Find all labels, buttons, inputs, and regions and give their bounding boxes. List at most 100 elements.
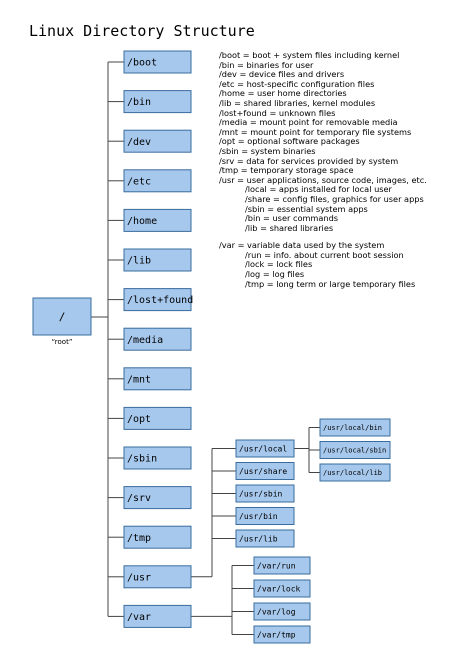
dir-box-srv: /srv bbox=[123, 486, 192, 510]
dir-box-media: /media bbox=[123, 327, 192, 351]
dir-box-usr-lib: /usr/lib bbox=[235, 529, 295, 548]
dir-box-var-tmp: /var/tmp bbox=[253, 625, 311, 644]
description-line: /sbin = system binaries bbox=[219, 145, 316, 156]
dir-box-mnt-rect bbox=[123, 367, 192, 391]
description-line: /run = info. about current boot session bbox=[245, 249, 404, 260]
dir-box-dev-label: /dev bbox=[127, 137, 151, 148]
dir-box-var-run-rect bbox=[253, 556, 311, 575]
dir-box-tmp: /tmp bbox=[123, 525, 192, 549]
dir-box-opt-label: /opt bbox=[127, 414, 151, 425]
description-line: /lib = shared libraries bbox=[245, 222, 334, 233]
dir-box-etc-rect bbox=[123, 169, 192, 193]
dir-box-var-tmp-label: /var/tmp bbox=[257, 630, 296, 639]
dir-box-opt: /opt bbox=[123, 406, 192, 430]
dir-box-tmp-label: /tmp bbox=[127, 533, 151, 544]
dir-box-bin-rect bbox=[123, 90, 192, 114]
tree-connectors bbox=[91, 61, 320, 635]
description-line: /bin = user commands bbox=[245, 213, 339, 224]
description-line: /tmp = long term or large temporary file… bbox=[245, 278, 416, 289]
dir-box-bin: /bin bbox=[123, 90, 192, 114]
dir-box-var: /var bbox=[123, 604, 192, 628]
dir-box-usr-sbin: /usr/sbin bbox=[235, 484, 295, 503]
description-line: /boot = boot + system files including ke… bbox=[219, 50, 400, 60]
dir-box-usr-local-bin-rect bbox=[319, 418, 391, 437]
description-line: /lock = lock files bbox=[245, 259, 313, 270]
dir-box-mnt: /mnt bbox=[123, 367, 192, 391]
dir-box-var-log-label: /var/log bbox=[257, 607, 296, 616]
dir-box-var-run: /var/run bbox=[253, 556, 311, 575]
descriptions-panel: /boot = boot + system files including ke… bbox=[219, 50, 427, 289]
dir-box-var-log: /var/log bbox=[253, 602, 311, 621]
description-line: /lib = shared libraries, kernel modules bbox=[219, 97, 376, 108]
dir-box-etc-label: /etc bbox=[127, 176, 151, 187]
dir-box-dev: /dev bbox=[123, 129, 192, 153]
dir-box-usr-local-lib-label: /usr/local/lib bbox=[323, 469, 382, 477]
dir-box-boot: /boot bbox=[123, 50, 192, 74]
description-line: /sbin = essential system apps bbox=[245, 203, 368, 214]
description-line: /lost+found = unknown files bbox=[219, 107, 336, 118]
dir-box-bin-label: /bin bbox=[127, 97, 151, 108]
dir-box-lost-found-rect bbox=[123, 288, 192, 312]
directory-boxes: //boot/bin/dev/etc/home/lib/lost+found/m… bbox=[32, 50, 391, 644]
dir-box-var-label: /var bbox=[127, 612, 151, 623]
dir-box-srv-rect bbox=[123, 486, 192, 510]
root-box-rect bbox=[32, 297, 92, 336]
dir-box-home-rect bbox=[123, 208, 192, 232]
description-line: /var = variable data used by the system bbox=[219, 240, 385, 251]
dir-box-boot-rect bbox=[123, 50, 192, 74]
dir-box-usr-rect bbox=[123, 565, 192, 589]
description-line: /media = mount point for removable media bbox=[219, 117, 398, 128]
dir-box-home: /home bbox=[123, 208, 192, 232]
page-title: Linux Directory Structure bbox=[29, 22, 255, 40]
dir-box-usr-local: /usr/local bbox=[235, 439, 295, 458]
dir-box-usr: /usr bbox=[123, 565, 192, 589]
dir-box-usr-share: /usr/share bbox=[235, 462, 295, 480]
dir-box-var-run-label: /var/run bbox=[257, 561, 296, 570]
dir-box-usr-local-rect bbox=[235, 439, 295, 458]
dir-box-usr-local-sbin-rect bbox=[319, 441, 391, 459]
description-line: /bin = binaries for user bbox=[219, 59, 314, 70]
description-line: /tmp = temporary storage space bbox=[219, 165, 354, 176]
description-line: /dev = device files and drivers bbox=[219, 69, 345, 80]
dir-box-tmp-rect bbox=[123, 525, 192, 549]
description-line: /share = config files, graphics for user… bbox=[245, 193, 424, 204]
dir-box-etc: /etc bbox=[123, 169, 192, 193]
dir-box-lost-found-label: /lost+found bbox=[127, 295, 193, 306]
dir-box-home-label: /home bbox=[127, 216, 157, 227]
dir-box-sbin-rect bbox=[123, 446, 192, 470]
dir-box-usr-lib-rect bbox=[235, 529, 295, 548]
dir-box-usr-share-rect bbox=[235, 462, 295, 480]
dir-box-usr-local-lib-rect bbox=[319, 463, 391, 482]
dir-box-srv-label: /srv bbox=[127, 493, 151, 504]
dir-box-usr-bin: /usr/bin bbox=[235, 507, 295, 525]
dir-box-opt-rect bbox=[123, 406, 192, 430]
dir-box-usr-bin-label: /usr/bin bbox=[239, 512, 278, 521]
dir-box-usr-local-bin-label: /usr/local/bin bbox=[323, 424, 382, 432]
root-box: / bbox=[32, 297, 92, 336]
dir-box-usr-sbin-rect bbox=[235, 484, 295, 503]
dir-box-lib-rect bbox=[123, 248, 192, 272]
dir-box-usr-sbin-label: /usr/sbin bbox=[239, 489, 283, 498]
description-line: /log = log files bbox=[245, 269, 305, 280]
dir-box-mnt-label: /mnt bbox=[127, 374, 151, 385]
dir-box-usr-local-sbin-label: /usr/local/sbin bbox=[323, 447, 386, 455]
dir-box-sbin-label: /sbin bbox=[127, 454, 157, 465]
description-line: /local = apps installed for local user bbox=[245, 184, 392, 195]
dir-box-usr-bin-rect bbox=[235, 507, 295, 525]
dir-box-media-rect bbox=[123, 327, 192, 351]
dir-box-usr-share-label: /usr/share bbox=[239, 467, 287, 476]
description-line: /home = user home directories bbox=[219, 88, 347, 99]
dir-box-usr-lib-label: /usr/lib bbox=[239, 534, 278, 543]
description-line: /opt = optional software packages bbox=[219, 136, 360, 147]
dir-box-var-lock-label: /var/lock bbox=[257, 584, 301, 593]
description-line: /srv = data for services provided by sys… bbox=[219, 155, 399, 166]
description-line: /mnt = mount point for temporary file sy… bbox=[219, 126, 412, 137]
root-caption: “root” bbox=[52, 338, 73, 346]
dir-box-lost-found: /lost+found bbox=[123, 288, 193, 312]
dir-box-boot-label: /boot bbox=[127, 58, 157, 69]
dir-box-usr-local-label: /usr/local bbox=[239, 444, 287, 453]
dir-box-usr-local-lib: /usr/local/lib bbox=[319, 463, 391, 482]
dir-box-dev-rect bbox=[123, 129, 192, 153]
dir-box-usr-local-bin: /usr/local/bin bbox=[319, 418, 391, 437]
dir-box-var-lock: /var/lock bbox=[253, 579, 311, 598]
